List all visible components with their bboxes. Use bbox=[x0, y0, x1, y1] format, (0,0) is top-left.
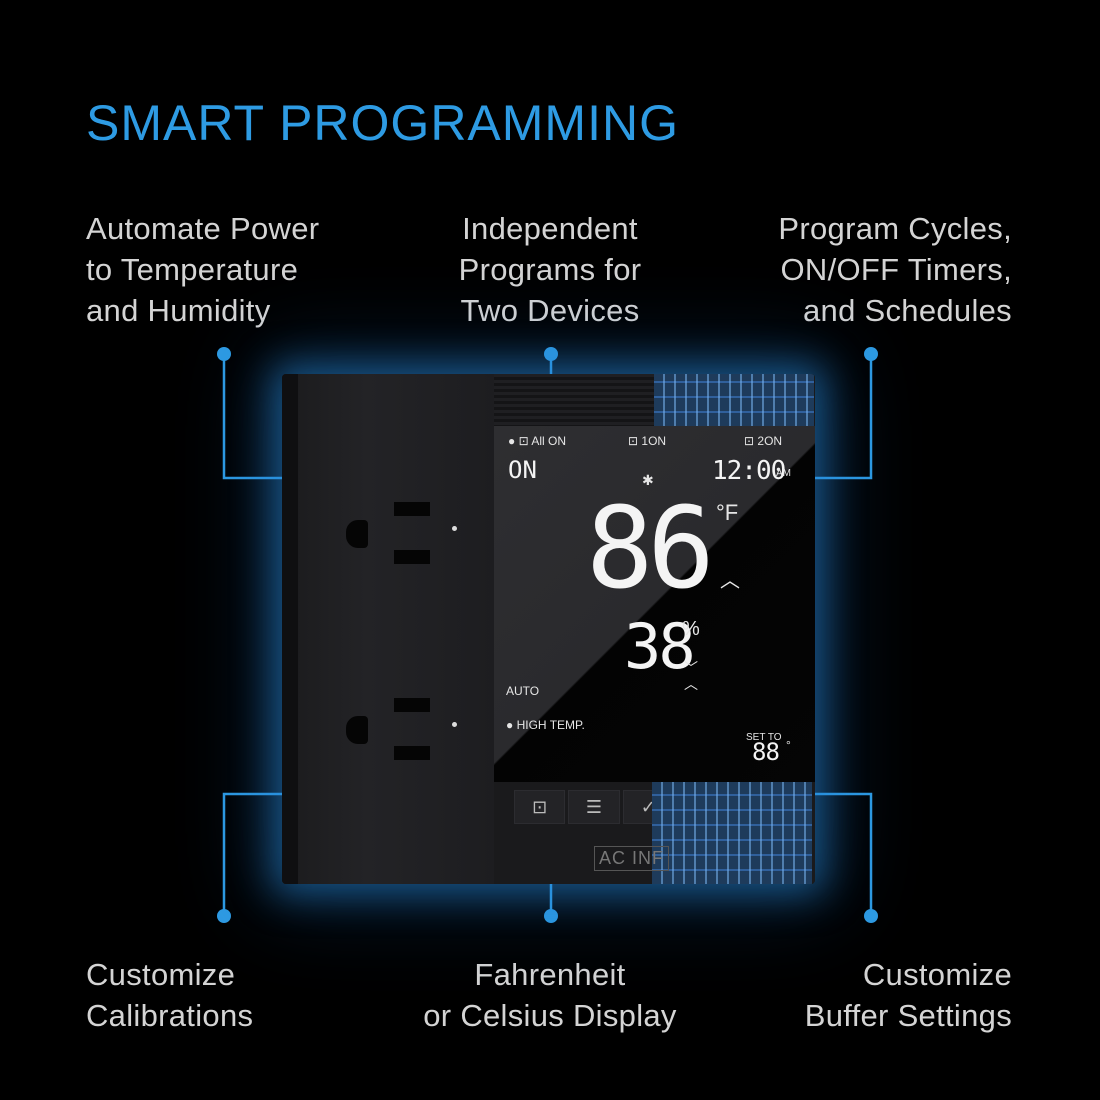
connector-dot bbox=[217, 909, 231, 923]
smart-outlet-controller: ● ⊡ All ON ⊡ 1ON ⊡ 2ON ON ✱ 12:00 AM 86 … bbox=[282, 374, 815, 884]
set-to-label: SET TO bbox=[746, 732, 782, 743]
connector-dot bbox=[864, 909, 878, 923]
outlet-icon: ⊡ bbox=[532, 796, 548, 817]
humidity-readout: 38 bbox=[624, 610, 696, 683]
feature-automate-power: Automate Power to Temperature and Humidi… bbox=[86, 211, 320, 328]
lcd-display: ● ⊡ All ON ⊡ 1ON ⊡ 2ON ON ✱ 12:00 AM 86 … bbox=[494, 426, 815, 782]
feature-independent-programs: Independent Programs for Two Devices bbox=[458, 211, 642, 328]
connector-dot bbox=[544, 347, 558, 361]
control-buttons: ⊡ ☰ ✓ bbox=[514, 790, 674, 824]
power-state: ON bbox=[508, 456, 537, 484]
control-panel: ● ⊡ All ON ⊡ 1ON ⊡ 2ON ON ✱ 12:00 AM 86 … bbox=[494, 374, 815, 884]
vent-grille bbox=[494, 374, 654, 426]
headline: SMART PROGRAMMING bbox=[86, 95, 679, 151]
set-to-unit: ° bbox=[786, 738, 791, 752]
outlet-1-led bbox=[452, 526, 457, 531]
feature-program-cycles: Program Cycles, ON/OFF Timers, and Sched… bbox=[778, 211, 1012, 328]
menu-button[interactable]: ☰ bbox=[568, 790, 620, 824]
feature-buffer-settings: Customize Buffer Settings bbox=[804, 957, 1012, 1033]
outlet-1-indicator: ⊡ 1ON bbox=[628, 434, 667, 448]
feature-customize-calibrations: Customize Calibrations bbox=[86, 957, 254, 1033]
mode-label: AUTO bbox=[506, 684, 540, 698]
outlet-1 bbox=[342, 502, 462, 582]
connector-dot bbox=[217, 347, 231, 361]
brand-logo: AC INF bbox=[594, 846, 670, 871]
outlet-panel bbox=[282, 374, 495, 884]
connector-bottom-right bbox=[815, 792, 873, 916]
temperature-unit: °F bbox=[716, 500, 739, 525]
outlet-all-indicator: ● ⊡ All ON bbox=[508, 434, 566, 448]
circuit-board-graphic bbox=[654, 374, 814, 426]
menu-icon: ☰ bbox=[585, 796, 603, 817]
chevron-up-icon: ︿ bbox=[720, 570, 740, 592]
temperature-readout: 86 bbox=[586, 484, 715, 614]
clock-suffix: AM bbox=[776, 468, 791, 479]
trigger-label: ● HIGH TEMP. bbox=[506, 718, 585, 732]
feature-temperature-units: Fahrenheit or Celsius Display bbox=[423, 957, 677, 1033]
chevron-down-icon: ﹀ bbox=[684, 660, 698, 676]
connector-top-right bbox=[815, 354, 873, 480]
connector-top-left bbox=[222, 354, 282, 480]
connector-bottom-left bbox=[222, 792, 282, 916]
outlet-2 bbox=[342, 698, 462, 778]
circuit-board-graphic bbox=[652, 782, 812, 884]
connector-dot bbox=[544, 909, 558, 923]
chevron-up-icon: ︿ bbox=[684, 676, 698, 692]
outlet-select-button[interactable]: ⊡ bbox=[514, 790, 566, 824]
bluetooth-icon: ✱ bbox=[642, 472, 654, 488]
humidity-unit: % bbox=[682, 618, 700, 640]
clock: 12:00 bbox=[712, 456, 786, 486]
outlet-2-led bbox=[452, 722, 457, 727]
connector-dot bbox=[864, 347, 878, 361]
set-to-value: 88 bbox=[752, 738, 780, 766]
outlet-2-indicator: ⊡ 2ON bbox=[744, 434, 783, 448]
